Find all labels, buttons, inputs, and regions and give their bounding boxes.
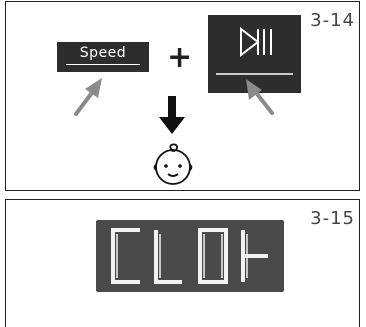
step-panel-3-14: 3-14 Speed + bbox=[5, 1, 360, 191]
speed-button[interactable]: Speed bbox=[57, 42, 149, 72]
step-number: 3-14 bbox=[310, 10, 355, 31]
segment-digit-0 bbox=[198, 228, 228, 284]
start-pause-button[interactable] bbox=[208, 15, 301, 93]
step-panel-3-15: 3-15 bbox=[5, 199, 360, 327]
speed-button-underline bbox=[66, 64, 140, 65]
pointer-arrow-icon bbox=[246, 79, 274, 115]
pointer-arrow-icon bbox=[74, 78, 102, 116]
step-number: 3-15 bbox=[310, 208, 355, 229]
segment-display-text bbox=[111, 228, 268, 284]
down-arrow-icon bbox=[159, 96, 185, 134]
segment-digit-c bbox=[111, 228, 140, 284]
play-pause-icon bbox=[216, 26, 293, 75]
baby-face-icon bbox=[153, 143, 193, 185]
segment-digit-l bbox=[154, 230, 182, 284]
panel1-graphics bbox=[74, 78, 274, 185]
lcd-display bbox=[96, 220, 284, 292]
speed-button-label: Speed bbox=[79, 45, 127, 61]
plus-sign: + bbox=[167, 40, 193, 75]
segment-digit-lock bbox=[241, 230, 268, 282]
